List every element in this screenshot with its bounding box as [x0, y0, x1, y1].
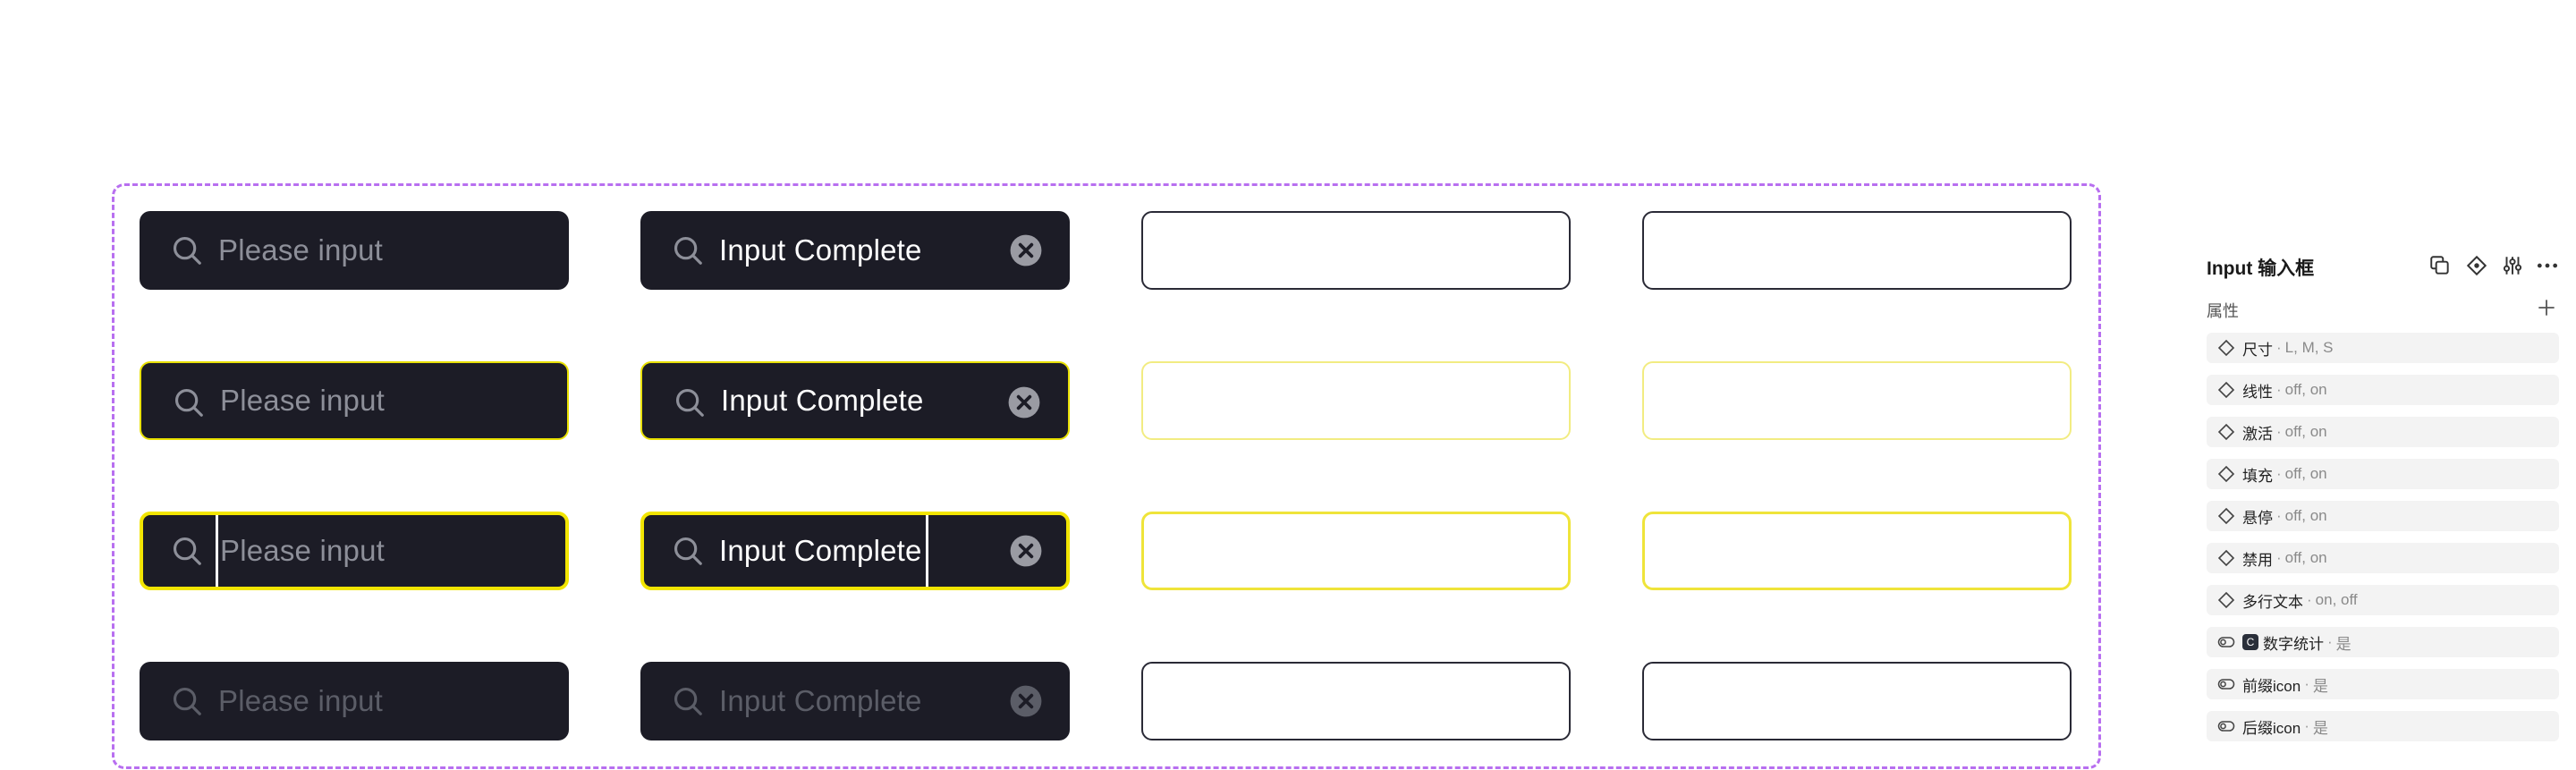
input-outline-active[interactable]: [1141, 512, 1571, 590]
property-row[interactable]: 禁用·off, on: [2207, 543, 2559, 573]
property-name: 激活: [2242, 425, 2273, 443]
property-values: 是: [2335, 635, 2351, 653]
property-row[interactable]: 激活·off, on: [2207, 417, 2559, 447]
input-disabled-empty: Please input: [140, 662, 569, 740]
input-outline-default[interactable]: [1141, 211, 1571, 290]
input-value: Input Complete: [719, 684, 922, 717]
variant-diamond-icon: [2217, 423, 2235, 441]
input-outline-hover-2[interactable]: [1642, 361, 2072, 440]
variant-diamond-icon: [2217, 381, 2235, 399]
clear-icon[interactable]: [1009, 534, 1043, 568]
search-icon: [675, 388, 704, 417]
search-icon: [674, 687, 702, 715]
search-icon: [674, 537, 702, 565]
clear-icon: [1010, 685, 1042, 717]
search-icon: [674, 236, 702, 265]
input-default-empty[interactable]: Please input: [140, 211, 569, 290]
input-outline-active-2[interactable]: [1642, 512, 2072, 590]
toggle-icon: [2217, 637, 2235, 647]
component-badge-icon: C: [2242, 634, 2258, 650]
input-outline-disabled-2: [1642, 662, 2072, 740]
toggle-icon: [2217, 721, 2235, 732]
component-title: Input 输入框: [2207, 258, 2315, 279]
input-value: Input Complete: [719, 233, 922, 267]
input-hover-filled[interactable]: Input Complete: [640, 361, 1070, 440]
variant-diamond-icon: [2217, 339, 2235, 357]
input-disabled-filled: Input Complete: [640, 662, 1070, 740]
variant-diamond-icon: [2217, 465, 2235, 483]
input-outline-default-2[interactable]: [1642, 211, 2072, 290]
variant-diamond-icon: [2217, 549, 2235, 567]
input-value: Input Complete: [719, 515, 928, 587]
property-name: 禁用: [2242, 551, 2273, 569]
property-row[interactable]: 多行文本·on, off: [2207, 585, 2559, 615]
input-active-empty[interactable]: Please input: [140, 512, 569, 590]
more-icon[interactable]: [2536, 254, 2559, 277]
input-outline-disabled: [1141, 662, 1571, 740]
variant-diamond-icon: [2217, 507, 2235, 525]
property-name: 前缀icon: [2242, 677, 2301, 695]
section-label: 属性: [2207, 302, 2239, 320]
clear-icon[interactable]: [1009, 233, 1043, 267]
property-values: off, on: [2284, 423, 2327, 440]
property-values: 是: [2312, 677, 2328, 695]
properties-section: 属性: [2207, 292, 2559, 327]
property-name: 多行文本: [2242, 593, 2303, 611]
search-icon: [173, 236, 201, 265]
component-frame[interactable]: [112, 183, 2101, 769]
property-name: 线性: [2242, 383, 2273, 401]
input-placeholder: Please input: [218, 233, 384, 267]
property-name: 填充: [2242, 467, 2273, 485]
go-to-component-icon[interactable]: [2465, 254, 2488, 277]
properties-list: 尺寸·L, M, S 线性·off, on 激活·off, on 填充·off,…: [2207, 333, 2559, 741]
toggle-icon: [2217, 679, 2235, 690]
adjust-icon[interactable]: [2501, 254, 2524, 277]
property-values: off, on: [2284, 465, 2327, 482]
property-row[interactable]: 后缀icon·是: [2207, 711, 2559, 741]
properties-panel: Input 输入框 属性 尺寸·L, M, S 线性·off, on 激活·of…: [2207, 250, 2559, 741]
property-name: 数字统计: [2263, 635, 2324, 653]
input-placeholder: Please input: [220, 384, 386, 417]
select-instances-icon[interactable]: [2428, 254, 2452, 277]
search-icon: [173, 537, 201, 565]
property-name: 悬停: [2242, 509, 2273, 527]
property-values: L, M, S: [2284, 339, 2334, 356]
input-outline-hover[interactable]: [1141, 361, 1571, 440]
panel-header: Input 输入框: [2207, 250, 2559, 286]
clear-icon[interactable]: [1007, 385, 1041, 419]
input-placeholder: Please input: [218, 684, 384, 717]
input-placeholder: Please input: [216, 515, 385, 587]
property-row[interactable]: 悬停·off, on: [2207, 501, 2559, 531]
input-value: Input Complete: [721, 384, 924, 417]
property-name: 后缀icon: [2242, 719, 2301, 737]
property-row[interactable]: 尺寸·L, M, S: [2207, 333, 2559, 363]
property-name: 尺寸: [2242, 341, 2273, 359]
property-values: off, on: [2284, 507, 2327, 524]
property-values: off, on: [2284, 549, 2327, 566]
property-values: 是: [2312, 719, 2328, 737]
input-active-filled[interactable]: Input Complete: [640, 512, 1070, 590]
property-row[interactable]: 前缀icon·是: [2207, 669, 2559, 699]
input-default-filled[interactable]: Input Complete: [640, 211, 1070, 290]
add-property-icon[interactable]: [2536, 297, 2557, 318]
property-row[interactable]: 填充·off, on: [2207, 459, 2559, 489]
variant-diamond-icon: [2217, 591, 2235, 609]
search-icon: [173, 687, 201, 715]
input-hover-empty[interactable]: Please input: [140, 361, 569, 440]
property-row[interactable]: 线性·off, on: [2207, 375, 2559, 405]
search-icon: [174, 388, 203, 417]
property-values: on, off: [2315, 591, 2358, 608]
property-values: off, on: [2284, 381, 2327, 398]
